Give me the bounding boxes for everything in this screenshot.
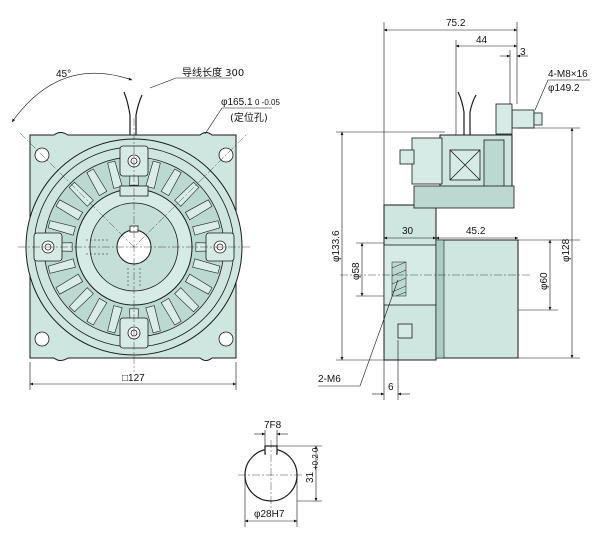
cooling-fin — [192, 220, 221, 236]
key-depth-tol-label: +0.2 0 — [311, 447, 320, 470]
pilot-note-label: (定位孔) — [230, 111, 268, 124]
dia-133-label: φ133.6 — [331, 230, 342, 262]
overall-length-label: 75.2 — [446, 18, 466, 29]
side-view — [340, 91, 543, 361]
side-top-bolt — [511, 109, 535, 129]
cooling-fin — [192, 258, 221, 274]
side-dimensions — [318, 22, 590, 400]
cooling-fin — [47, 220, 76, 236]
cooling-fin — [174, 287, 200, 313]
cooling-fin — [68, 287, 94, 313]
cooling-fin — [184, 273, 213, 295]
key-depth-label: 31 — [305, 471, 316, 483]
side-cylinder — [435, 239, 519, 359]
dia-58-label: φ58 — [351, 262, 362, 280]
keyway-view — [238, 440, 304, 510]
dia-128-label: φ128 — [561, 238, 572, 262]
pilot-tol-label: 0 -0.05 — [255, 98, 280, 107]
cooling-fin — [107, 305, 123, 334]
dia-60-label: φ60 — [539, 272, 550, 290]
keyway-dimensions — [244, 430, 322, 527]
len-30-label: 30 — [402, 226, 414, 237]
side-latch — [411, 137, 443, 185]
cooling-fin — [86, 297, 108, 326]
bolt-label: 4-M8×16 — [548, 69, 588, 80]
cooling-fin — [55, 273, 84, 295]
cooling-fin — [184, 199, 213, 221]
side-bottom-screw — [397, 323, 413, 339]
key-width-label: 7F8 — [264, 420, 282, 431]
cooling-fin — [47, 258, 76, 274]
bore-label: φ28H7 — [254, 509, 285, 520]
len-6-label: 6 — [388, 382, 394, 393]
front-dimensions — [11, 73, 272, 390]
bolt-pcd-label: φ149.2 — [548, 83, 580, 94]
cooling-fin — [160, 168, 182, 197]
cooling-fin — [107, 160, 123, 189]
cooling-fin — [145, 305, 161, 334]
cooling-fin — [86, 168, 108, 197]
angle-label: 45° — [56, 69, 71, 80]
front-view — [18, 91, 250, 372]
lead-wire-label: 导线长度 300 — [182, 66, 244, 79]
square-label: □127 — [122, 373, 145, 384]
pilot-dia-label: φ165.1 — [221, 97, 253, 108]
length-44-label: 44 — [476, 35, 488, 46]
tap-label: 2-M6 — [318, 374, 341, 385]
length-3-label: 3 — [520, 47, 526, 58]
cooling-fin — [160, 297, 182, 326]
side-lead-wires — [457, 91, 477, 135]
front-lead-wires — [123, 91, 143, 135]
cooling-fin — [145, 160, 161, 189]
cooling-fin — [55, 199, 84, 221]
len-452-label: 45.2 — [466, 226, 486, 237]
